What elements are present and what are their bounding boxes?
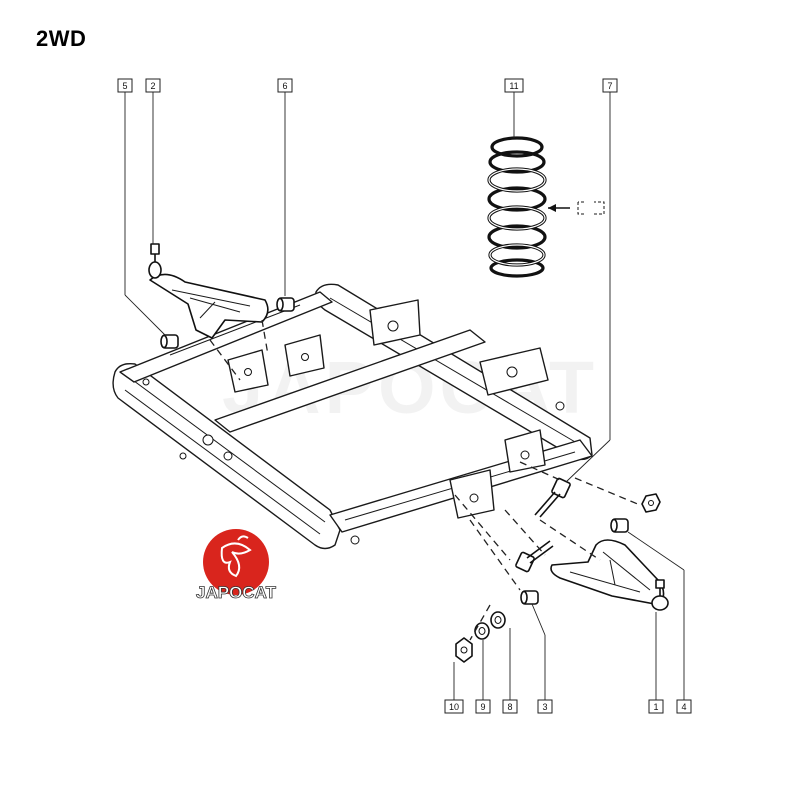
coil-spring	[487, 136, 547, 278]
svg-text:7: 7	[607, 81, 612, 91]
callout-10: 10	[444, 699, 464, 714]
logo-text: JAPOCAT	[196, 583, 277, 602]
left-arm-bush-rear	[276, 297, 295, 312]
svg-text:10: 10	[449, 702, 459, 712]
left-lower-arm	[148, 243, 269, 339]
bolt-lower	[515, 540, 554, 573]
callout-1: 1	[648, 699, 664, 714]
front-subframe	[112, 283, 593, 550]
callout-2: 2	[145, 78, 161, 93]
svg-text:3: 3	[542, 702, 547, 712]
washer-9	[474, 622, 490, 640]
callout-7: 7	[602, 78, 618, 93]
nut-lower	[455, 637, 473, 663]
callout-3: 3	[537, 699, 553, 714]
right-arm-bush-upper	[610, 518, 629, 533]
svg-text:6: 6	[282, 81, 287, 91]
bolt-upper	[534, 477, 571, 518]
svg-text:2: 2	[150, 81, 155, 91]
right-arm-bush-lower	[520, 590, 539, 605]
callout-11: 11	[504, 78, 524, 93]
svg-text:5: 5	[122, 81, 127, 91]
diagram-title: 2WD	[36, 26, 87, 51]
svg-text:11: 11	[509, 81, 518, 91]
callout-8: 8	[502, 699, 518, 714]
svg-text:9: 9	[480, 702, 485, 712]
washer-8	[490, 611, 506, 629]
left-arm-bush-front	[160, 334, 179, 349]
callout-9: 9	[475, 699, 491, 714]
svg-text:1: 1	[653, 702, 658, 712]
right-lower-arm	[550, 539, 669, 611]
callout-5: 5	[117, 78, 133, 93]
nut-upper-right	[641, 493, 661, 513]
svg-text:8: 8	[507, 702, 512, 712]
spring-orientation-marker	[548, 201, 605, 215]
svg-text:4: 4	[681, 702, 686, 712]
callout-4: 4	[676, 699, 692, 714]
callout-6: 6	[277, 78, 293, 93]
japocat-logo: JAPOCAT	[196, 529, 277, 602]
